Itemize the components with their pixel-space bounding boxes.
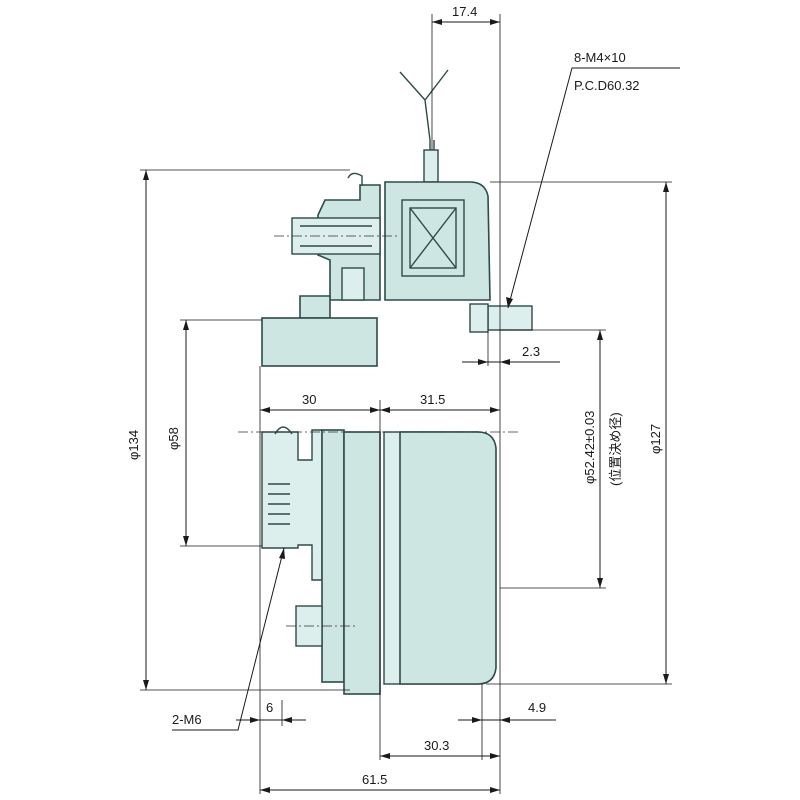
- leader-tap-spec: [172, 547, 285, 731]
- arrow: [432, 19, 442, 25]
- label-6: 6: [266, 700, 273, 715]
- label-screw-spec: 8-M4×10: [574, 50, 626, 65]
- label-30: 30: [302, 392, 316, 407]
- arrow: [380, 407, 390, 413]
- arrow: [490, 753, 500, 759]
- label-tap-spec: 2-M6: [172, 712, 202, 727]
- coil-winding: [401, 199, 465, 277]
- stud-hatch: [300, 225, 372, 247]
- arrow: [143, 170, 149, 180]
- arrow: [380, 753, 390, 759]
- label-31-5: 31.5: [420, 392, 445, 407]
- small-screw: [341, 267, 365, 301]
- arrow: [478, 359, 488, 365]
- arrow: [183, 320, 189, 330]
- arrow: [490, 407, 500, 413]
- arrow: [143, 680, 149, 690]
- coil-inner-frame: [409, 207, 457, 269]
- label-4-9: 4.9: [528, 700, 546, 715]
- arrow: [663, 182, 669, 192]
- label-dia-52-42: φ52.42±0.03: [582, 411, 597, 484]
- screw-head: [469, 303, 489, 333]
- arrow: [490, 787, 500, 793]
- arrow: [282, 717, 292, 723]
- leader-screw-spec: [507, 67, 680, 309]
- arrow: [500, 717, 510, 723]
- label-30-3: 30.3: [424, 738, 449, 753]
- reference-lines: [140, 14, 672, 794]
- part-body: [261, 69, 533, 695]
- label-pcd: P.C.D60.32: [574, 78, 640, 93]
- label-2-3: 2.3: [522, 344, 540, 359]
- friction-plate: [343, 431, 381, 695]
- hub-lower: [261, 429, 323, 581]
- arrow: [597, 330, 603, 340]
- arrow: [500, 359, 510, 365]
- label-dia-134: φ134: [126, 430, 141, 460]
- arrow: [490, 19, 500, 25]
- label-17-4: 17.4: [452, 4, 477, 19]
- arrow: [597, 578, 603, 588]
- dimension-lines: [143, 19, 680, 793]
- arrow: [663, 674, 669, 684]
- mounting-screw: [487, 305, 533, 331]
- label-dia-52-42-note: (位置決め径): [608, 412, 623, 486]
- field-housing: [399, 431, 497, 685]
- arrow: [472, 717, 482, 723]
- arrow: [250, 717, 260, 723]
- labels: 17.4 8-M4×10 P.C.D60.32 2.3 30 31.5 6 4.…: [126, 4, 663, 787]
- tap-hole-marks: [268, 483, 290, 525]
- hub-block: [261, 317, 378, 367]
- wire-grommet: [423, 149, 439, 183]
- label-dia-58: φ58: [166, 427, 181, 450]
- arrow: [260, 407, 270, 413]
- hook-part: [347, 172, 363, 186]
- label-61-5: 61.5: [362, 772, 387, 787]
- label-dia-127: φ127: [648, 424, 663, 454]
- arrow: [370, 407, 380, 413]
- arrow: [183, 536, 189, 546]
- arrow: [506, 297, 513, 308]
- arrow: [260, 787, 270, 793]
- coil-winding-cross: [409, 207, 457, 269]
- arrow: [279, 548, 285, 559]
- bracket-left: [299, 295, 331, 319]
- armature-disk: [321, 429, 345, 683]
